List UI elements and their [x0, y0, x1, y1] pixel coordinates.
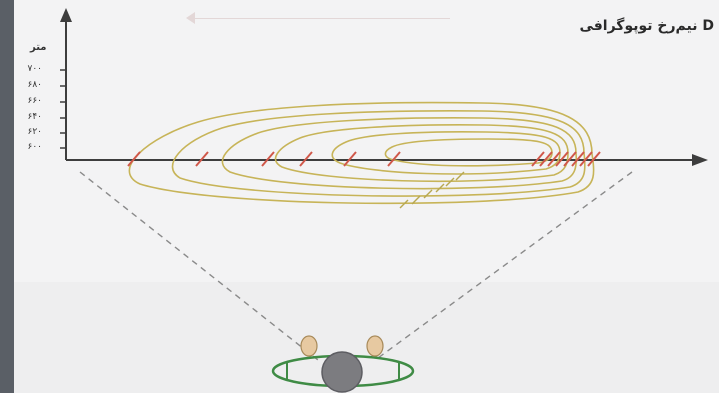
diagram-title: نیم‌رخ توپوگرافی D: [579, 18, 714, 34]
observer-figure: [271, 335, 415, 393]
contour-line: [221, 117, 578, 190]
y-tick-label: ۷۰۰: [27, 64, 42, 74]
crossing-mark: [571, 151, 585, 167]
faint-background-arrow: [186, 12, 195, 24]
crossing-mark: [587, 151, 601, 167]
contour-crossing-marks: [127, 151, 601, 167]
contour-value-mark: [423, 189, 433, 199]
contour-line: [331, 131, 561, 175]
crossing-mark: [343, 151, 357, 167]
contour-line: [274, 124, 569, 183]
y-ticks: [60, 69, 66, 149]
background-band: [14, 282, 719, 393]
crossing-mark: [579, 151, 593, 167]
contour-value-mark: [435, 183, 445, 193]
x-axis-arrowhead: [692, 154, 708, 166]
crossing-mark: [387, 151, 401, 167]
y-tick-label: ۶۴۰: [27, 112, 42, 122]
contour-value-mark: [399, 199, 409, 209]
crossing-mark: [261, 151, 275, 167]
contour-value-mark: [455, 171, 465, 181]
contour-value-marks: [399, 171, 465, 209]
contour-line: [171, 110, 586, 197]
crossing-mark: [555, 151, 569, 167]
observer-head: [321, 351, 363, 393]
y-axis-unit-label: متر: [30, 42, 47, 53]
crossing-mark: [539, 151, 553, 167]
y-tick-label: ۶۲۰: [27, 127, 42, 137]
y-tick-label: ۶۸۰: [27, 80, 42, 90]
sight-lines: [79, 171, 633, 361]
contour-value-mark: [411, 195, 421, 205]
crossing-mark: [563, 151, 577, 167]
observer-left-hand: [300, 335, 318, 357]
faint-background-line: [190, 18, 450, 19]
y-tick-label: ۶۰۰: [27, 142, 42, 152]
observer-right-hand: [366, 335, 384, 357]
y-axis-arrowhead: [60, 8, 72, 22]
left-edge-strip: [0, 0, 14, 393]
crossing-mark: [195, 151, 209, 167]
contour-value-mark: [445, 177, 455, 187]
right-sight-line: [377, 171, 633, 359]
contour-lines: [128, 101, 595, 205]
crossing-mark: [127, 151, 141, 167]
y-tick-label: ۶۶۰: [27, 96, 42, 106]
crossing-mark: [547, 151, 561, 167]
crossing-mark: [299, 151, 313, 167]
crossing-mark: [531, 151, 545, 167]
contour-line: [384, 138, 553, 167]
